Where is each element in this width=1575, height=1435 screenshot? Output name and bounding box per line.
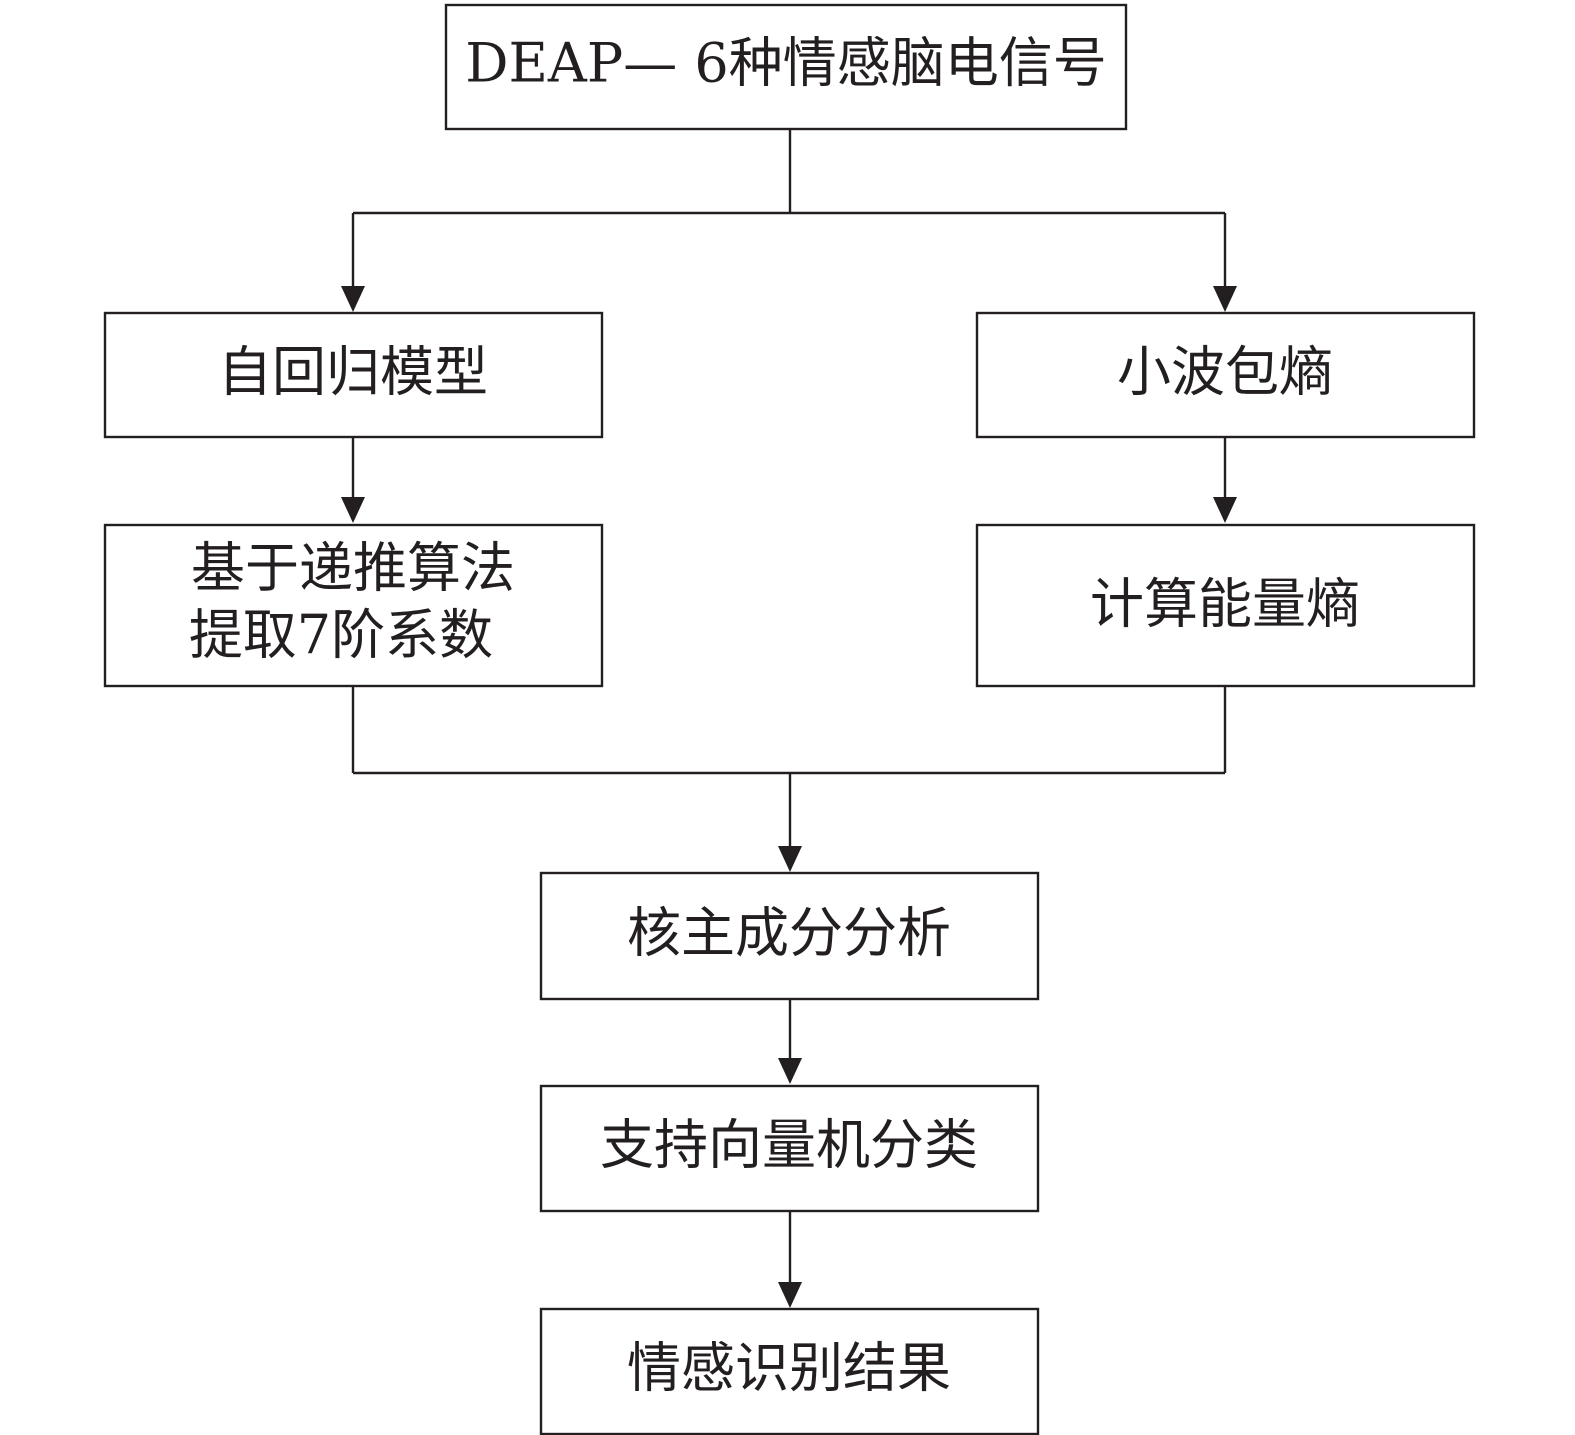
node-wavelet-entropy-label: 小波包熵 [1117,341,1333,404]
node-source-label: DEAP— 6种情感脑电信号 [465,32,1107,95]
node-recursive-extract: 基于递推算法 提取7阶系数 [103,523,604,688]
node-energy-entropy: 计算能量熵 [975,523,1476,688]
node-wavelet-entropy-box [975,311,1476,439]
node-autoregressive-box [103,311,604,439]
node-source: DEAP— 6种情感脑电信号 [444,3,1128,131]
node-recursive-extract-box [103,523,604,688]
node-energy-entropy-box [975,523,1476,688]
node-recursive-extract-line-2: 提取7阶系数 [189,604,493,667]
node-kpca: 核主成分分析 [539,871,1040,1001]
node-svm-label: 支持向量机分类 [600,1114,978,1177]
node-source-box [444,3,1128,131]
node-kpca-label: 核主成分分析 [627,902,951,965]
node-result-label: 情感识别结果 [627,1337,951,1400]
arrow-to-svm [778,1058,802,1084]
node-result: 情感识别结果 [539,1307,1040,1435]
node-wavelet-entropy: 小波包熵 [975,311,1476,439]
node-svm: 支持向量机分类 [539,1084,1040,1213]
node-kpca-box [539,871,1040,1001]
connectors [341,129,1237,1308]
arrow-to-kpca [778,846,802,872]
node-autoregressive: 自回归模型 [103,311,604,439]
node-result-box [539,1307,1040,1435]
node-autoregressive-label: 自回归模型 [218,341,488,404]
arrow-to-result [778,1282,802,1308]
node-energy-entropy-label: 计算能量熵 [1090,573,1360,636]
arrow-to-wavelet-entropy [1213,286,1237,312]
node-svm-box [539,1084,1040,1213]
node-recursive-extract-line-1: 基于递推算法 [191,537,515,600]
arrow-to-recursive-extract [341,497,365,523]
arrow-to-autoregressive [341,286,365,312]
arrow-to-energy-entropy [1213,497,1237,523]
